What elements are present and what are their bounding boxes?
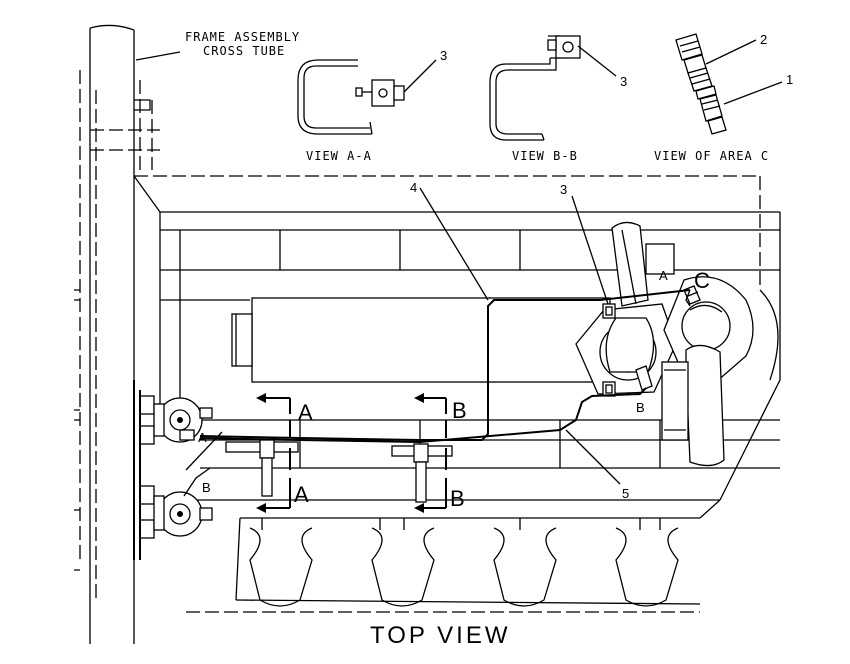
callout-4: 4 [410,180,417,195]
turbo-elbow-assembly [575,221,754,467]
small-b-right: B [636,400,645,415]
section-cut-b [414,393,447,513]
filter-body [231,297,611,383]
area-c-fitting-detail [675,33,727,135]
line-clip-b [391,443,453,503]
left-line-link [185,431,223,471]
section-a-top: A [298,400,313,425]
view-aa-detail [297,59,405,135]
fitting-lower [635,365,653,391]
lower-left-sensor [139,467,213,539]
callout-leader-5 [565,429,621,485]
small-a-left: A [198,430,207,445]
callout-5: 5 [622,486,629,501]
section-b-top: B [452,398,467,423]
callout-3-view-b: 3 [620,74,627,89]
callout-1: 1 [786,72,793,87]
callout-3-main: 3 [560,182,567,197]
callout-3-view-a: 3 [440,48,447,63]
line-assembly-5 [199,387,647,444]
area-c-mark: C [694,268,710,293]
frame-label-line1: FRAME ASSEMBLY [185,30,300,44]
view-bb-label: VIEW B-B [512,149,578,163]
section-a-bottom: A [294,482,309,507]
view-c-label: VIEW OF AREA C [654,149,769,163]
callout-leader-3c [571,195,609,305]
frame-leader [135,51,181,61]
callout-leader-4 [419,187,489,301]
upper-left-sensor [139,395,213,445]
clip-upper [602,303,616,319]
clip-lower [602,381,616,397]
callout-leader-1 [723,81,783,105]
cylinder-block [186,499,721,613]
frame-label-line2: CROSS TUBE [203,44,285,58]
frame-rail [74,24,160,644]
callout-leader-3b [577,45,617,77]
small-a-right: A [659,268,668,283]
frame-mount-edge [133,380,141,560]
view-bb-detail [489,35,581,141]
section-b-bottom: B [450,486,465,511]
small-b-left: B [202,480,211,495]
line-assembly-4 [199,289,691,441]
callout-2: 2 [760,32,767,47]
view-aa-label: VIEW A-A [306,149,372,163]
top-view-title: TOP VIEW [370,622,510,649]
callout-leader-2 [705,39,757,65]
callout-leader-3a [403,59,437,93]
line-clip-a [225,439,299,497]
section-cut-a [256,393,291,513]
